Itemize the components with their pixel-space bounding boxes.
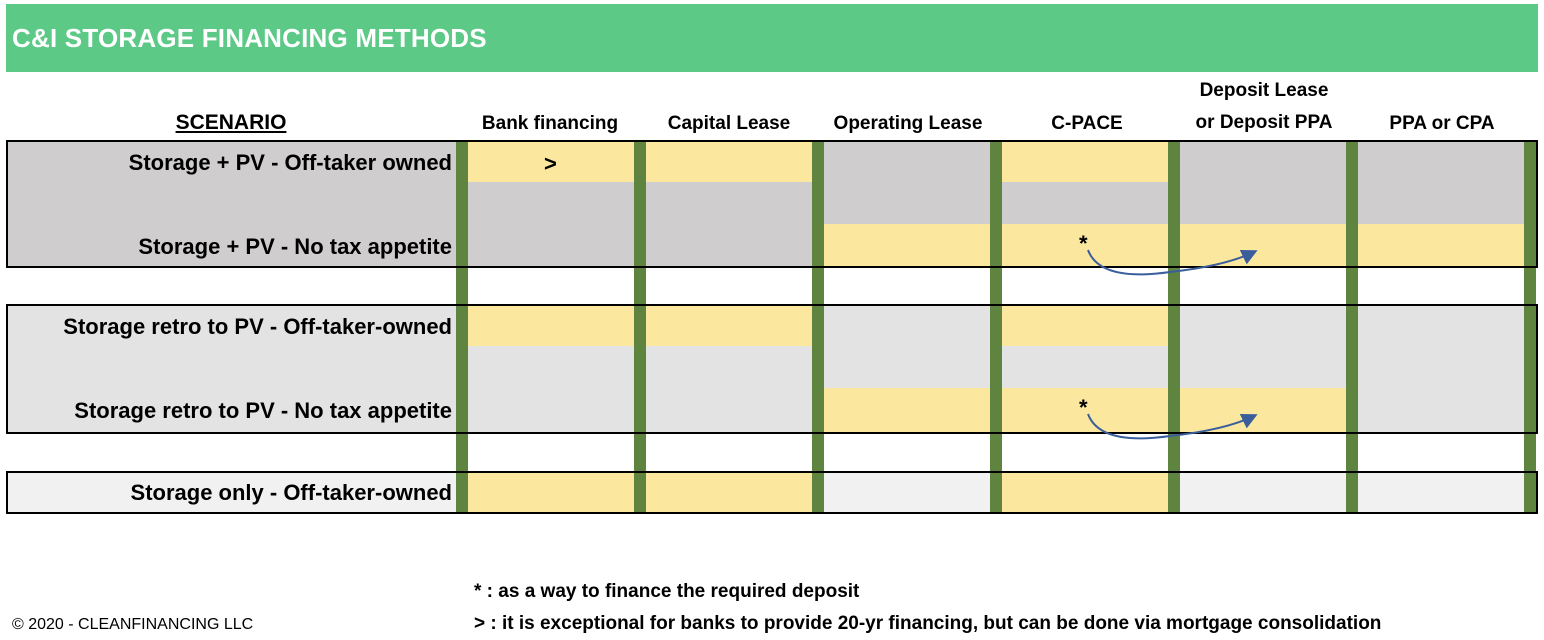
scenario-header: SCENARIO <box>175 111 287 134</box>
column-header-capital-lease: Capital Lease <box>667 113 791 134</box>
column-divider <box>1168 141 1180 513</box>
column-divider <box>990 141 1002 513</box>
column-header-deposit-lease-line2: or Deposit PPA <box>1195 112 1333 133</box>
column-divider <box>1346 141 1358 513</box>
column-header-c-pace: C-PACE <box>1051 113 1123 134</box>
page-title: C&I STORAGE FINANCING METHODS <box>12 23 487 53</box>
column-divider <box>812 141 824 513</box>
copyright: © 2020 - CLEANFINANCING LLC <box>12 616 254 633</box>
column-header-operating-lease: Operating Lease <box>833 113 983 134</box>
exception-footnote: > : it is exceptional for banks to provi… <box>474 613 1382 634</box>
applicable-cell <box>1180 224 1346 267</box>
column-divider <box>1524 141 1536 513</box>
applicable-cell <box>468 141 634 182</box>
applicable-cell <box>646 141 812 182</box>
row-label-retro-owned: Storage retro to PV - Off-taker-owned <box>63 314 452 339</box>
title-banner: C&I STORAGE FINANCING METHODS <box>6 4 1538 72</box>
column-header-deposit-lease-line1: Deposit Lease <box>1199 80 1329 101</box>
applicable-cell <box>1002 141 1168 182</box>
column-divider <box>634 141 646 513</box>
applicable-cell <box>1002 305 1168 346</box>
row-label-storage-pv-owned: Storage + PV - Off-taker owned <box>128 150 452 175</box>
applicable-cell <box>1180 388 1346 433</box>
deposit-mark-group2: * <box>1079 395 1088 420</box>
applicable-cell <box>468 305 634 346</box>
column-divider <box>456 141 468 513</box>
applicable-cell <box>1002 472 1168 513</box>
applicable-cell <box>646 472 812 513</box>
applicable-cell <box>646 305 812 346</box>
row-label-storage-only: Storage only - Off-taker-owned <box>130 480 452 505</box>
exception-mark: > <box>544 151 557 176</box>
applicable-cell <box>824 224 990 267</box>
deposit-footnote: * : as a way to finance the required dep… <box>474 581 860 602</box>
applicable-cell <box>824 388 990 433</box>
applicable-cell <box>1002 224 1168 267</box>
applicable-cell <box>1002 388 1168 433</box>
arrow-icon <box>1087 249 1258 276</box>
column-header-ppa-cpa: PPA or CPA <box>1389 113 1495 134</box>
row-label-storage-pv-no-tax: Storage + PV - No tax appetite <box>138 234 452 259</box>
applicable-cell <box>468 472 634 513</box>
column-header-bank-financing: Bank financing <box>481 113 619 134</box>
row-label-retro-no-tax: Storage retro to PV - No tax appetite <box>74 398 452 423</box>
applicable-cell <box>1358 224 1524 267</box>
arrow-icon <box>1087 413 1258 440</box>
deposit-mark-group1: * <box>1079 231 1088 256</box>
